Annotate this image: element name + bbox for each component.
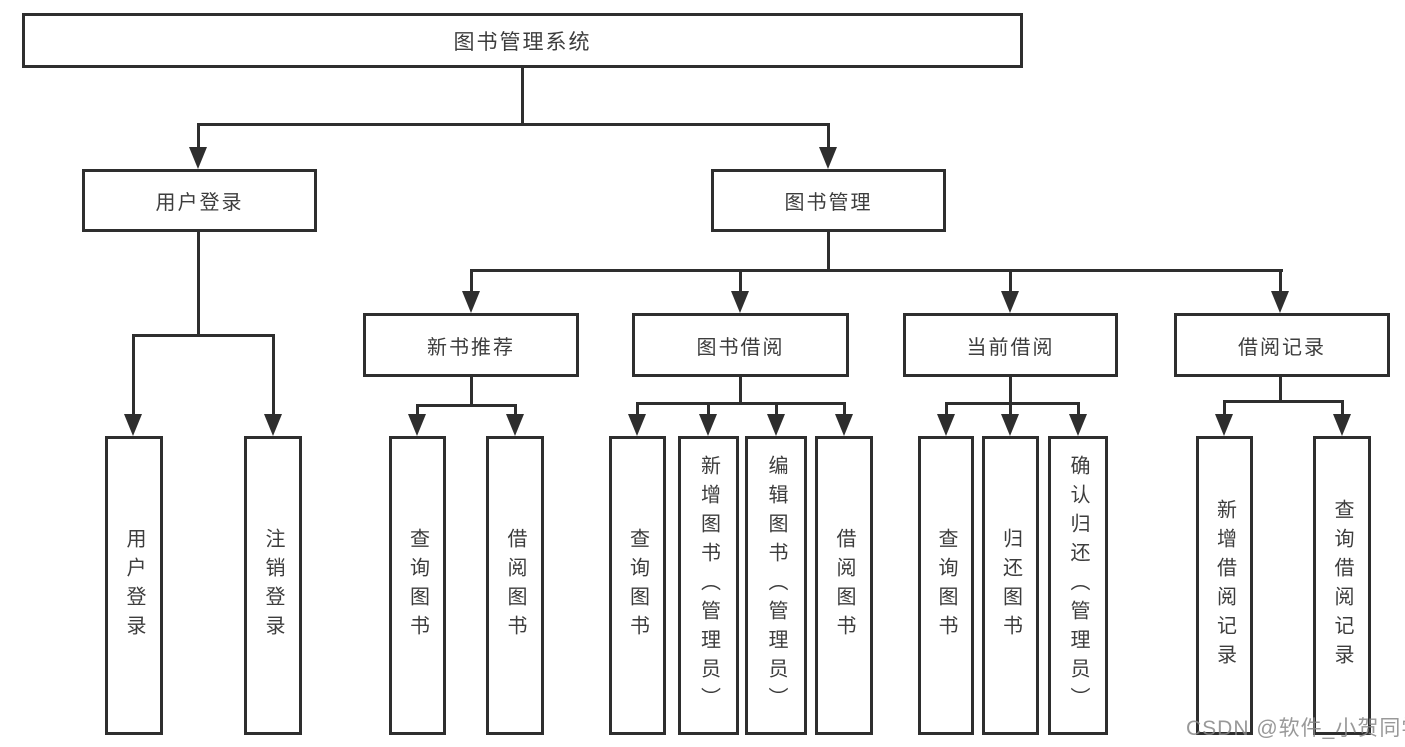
connector-line [827,232,830,272]
connector-line [775,402,778,416]
connector-line [827,123,830,149]
connector-line [197,232,200,337]
node-new-book-recommendation: 新书推荐 [363,313,579,377]
arrowhead-down-icon [1215,414,1233,436]
connector-line [521,68,524,126]
arrowhead-down-icon [1069,414,1087,436]
connector-line [739,377,742,405]
connector-line [132,334,275,337]
connector-line [945,402,1080,405]
node-book-borrowing: 图书借阅 [632,313,849,377]
arrowhead-down-icon [937,414,955,436]
connector-line [707,402,710,416]
node-book-management: 图书管理 [711,169,946,232]
node-leaf-query-books-recommend: 查询图书 [389,436,446,735]
node-leaf-logout: 注销登录 [244,436,302,735]
node-user-login: 用户登录 [82,169,317,232]
node-current-borrowing: 当前借阅 [903,313,1118,377]
arrowhead-down-icon [189,147,207,169]
connector-line [470,269,1283,272]
arrowhead-down-icon [1333,414,1351,436]
connector-line [197,123,200,149]
arrowhead-down-icon [408,414,426,436]
connector-line [132,334,135,416]
connector-line [416,404,419,416]
arrowhead-down-icon [1001,414,1019,436]
connector-line [1279,269,1282,293]
node-leaf-borrow-books-recommend: 借阅图书 [486,436,544,735]
connector-line [945,402,948,416]
connector-line [739,269,742,293]
connector-line [514,404,517,416]
arrowhead-down-icon [506,414,524,436]
connector-line [1223,400,1226,416]
connector-line [197,123,830,126]
connector-line [1009,402,1012,416]
node-leaf-user-login: 用户登录 [105,436,163,735]
arrowhead-down-icon [767,414,785,436]
node-leaf-add-borrowing-record: 新增借阅记录 [1196,436,1253,735]
node-leaf-borrow-books: 借阅图书 [815,436,873,735]
node-leaf-query-books-current: 查询图书 [918,436,974,735]
connector-line [843,402,846,416]
connector-line [1341,400,1344,416]
csdn-watermark: CSDN @软件_小贺同学 [1186,717,1405,740]
connector-line [1009,269,1012,293]
connector-line [636,402,639,416]
node-leaf-query-books-borrowing: 查询图书 [609,436,666,735]
node-leaf-confirm-return-admin: 确认归还（管理员） [1048,436,1108,735]
connector-line [1279,377,1282,403]
node-leaf-query-borrowing-record: 查询借阅记录 [1313,436,1371,735]
connector-line [1009,377,1012,405]
node-leaf-add-books-admin: 新增图书（管理员） [678,436,739,735]
connector-line [1223,400,1344,403]
arrowhead-down-icon [699,414,717,436]
node-library-management-system: 图书管理系统 [22,13,1023,68]
arrowhead-down-icon [628,414,646,436]
arrowhead-down-icon [1001,291,1019,313]
connector-line [470,377,473,407]
arrowhead-down-icon [835,414,853,436]
arrowhead-down-icon [819,147,837,169]
arrowhead-down-icon [1271,291,1289,313]
connector-line [636,402,846,405]
connector-line [470,269,473,293]
arrowhead-down-icon [731,291,749,313]
node-leaf-return-books: 归还图书 [982,436,1039,735]
connector-line [1077,402,1080,416]
arrowhead-down-icon [462,291,480,313]
arrowhead-down-icon [124,414,142,436]
connector-line [416,404,517,407]
node-borrowing-records: 借阅记录 [1174,313,1390,377]
connector-line [272,334,275,416]
arrowhead-down-icon [264,414,282,436]
node-leaf-edit-books-admin: 编辑图书（管理员） [745,436,807,735]
